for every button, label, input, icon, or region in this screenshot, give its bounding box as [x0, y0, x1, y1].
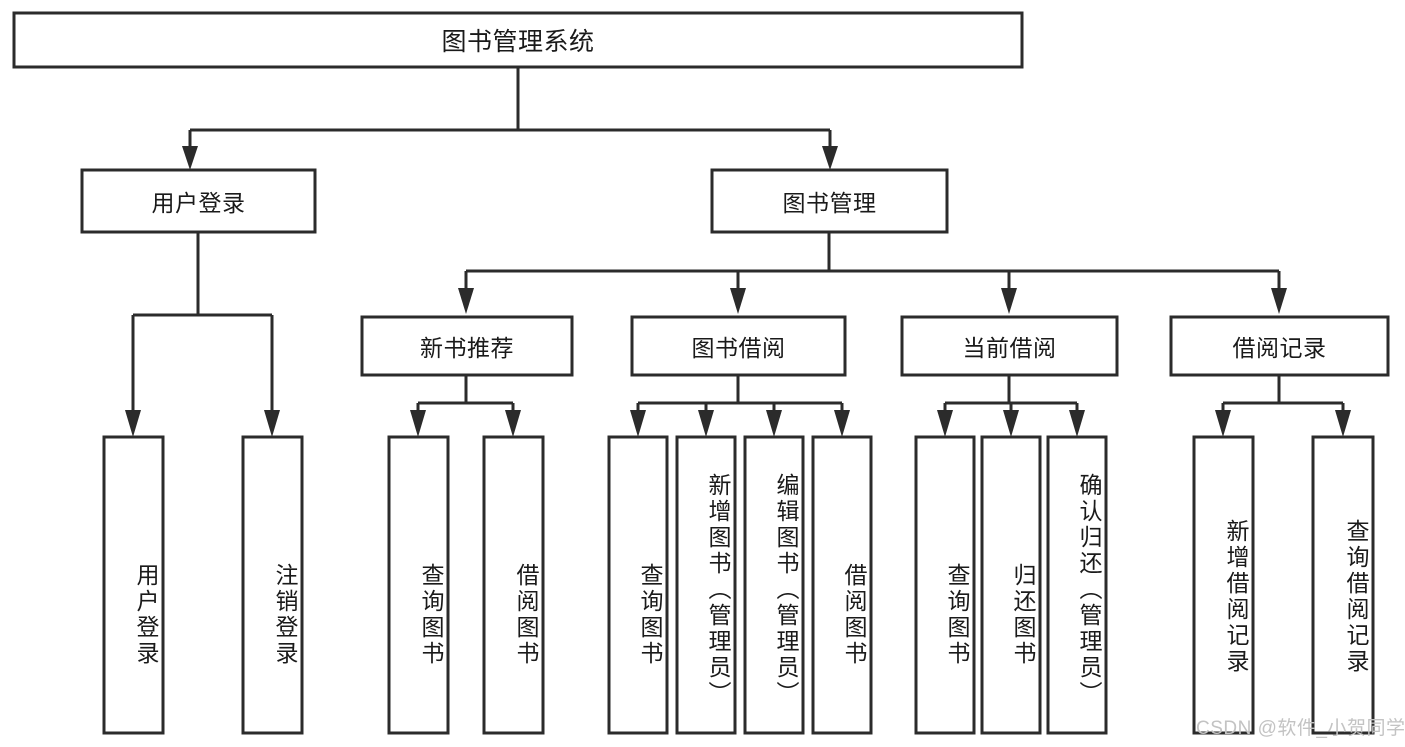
arrow-head-icon: [182, 146, 198, 170]
arrow-head-icon: [1003, 410, 1019, 437]
connector-bookborrow-to-leaves: [630, 375, 850, 437]
arrow-head-icon: [766, 410, 782, 437]
connector-root-to-level1: [182, 67, 838, 170]
node-box-leaf-query-record[interactable]: [1311, 435, 1375, 735]
arrow-head-icon: [505, 410, 521, 437]
node-box-leaf-borrow-book-1[interactable]: [482, 435, 545, 735]
node-box-book-management[interactable]: [710, 168, 949, 234]
arrow-head-icon: [458, 288, 474, 314]
node-box-leaf-add-book[interactable]: [675, 435, 737, 735]
node-box-user-login[interactable]: [80, 168, 317, 234]
arrow-head-icon: [730, 288, 746, 314]
node-box-leaf-edit-book[interactable]: [743, 435, 805, 735]
node-box-borrow-record[interactable]: [1169, 315, 1390, 377]
arrow-head-icon: [1271, 288, 1287, 314]
connector-newbook-to-leaves: [410, 375, 521, 437]
node-box-leaf-query-book-3[interactable]: [914, 435, 976, 735]
node-box-leaf-confirm-return[interactable]: [1046, 435, 1108, 735]
connector-bookmgmt-to-level2: [458, 232, 1287, 314]
arrow-head-icon: [698, 410, 714, 437]
node-box-root[interactable]: [12, 11, 1024, 69]
node-box-leaf-user-login[interactable]: [102, 435, 165, 735]
arrow-head-icon: [1001, 288, 1017, 314]
connector-currentborrow-to-leaves: [937, 375, 1085, 437]
node-box-leaf-borrow-book-2[interactable]: [811, 435, 873, 735]
node-box-leaf-query-book-1[interactable]: [387, 435, 450, 735]
arrow-head-icon: [125, 410, 141, 437]
connector-userlogin-to-leaves: [125, 232, 280, 437]
arrow-head-icon: [822, 146, 838, 170]
arrow-head-icon: [1215, 410, 1231, 437]
arrow-head-icon: [1069, 410, 1085, 437]
arrow-head-icon: [630, 410, 646, 437]
connector-borrowrecord-to-leaves: [1215, 375, 1351, 437]
arrow-head-icon: [1335, 410, 1351, 437]
node-box-leaf-add-record[interactable]: [1192, 435, 1255, 735]
arrow-head-icon: [264, 410, 280, 437]
node-box-book-borrow[interactable]: [630, 315, 847, 377]
node-box-current-borrow[interactable]: [900, 315, 1119, 377]
node-box-new-book-recommend[interactable]: [360, 315, 574, 377]
node-box-leaf-return-book[interactable]: [980, 435, 1042, 735]
arrow-head-icon: [834, 410, 850, 437]
arrow-head-icon: [937, 410, 953, 437]
node-box-leaf-query-book-2[interactable]: [607, 435, 669, 735]
arrow-head-icon: [410, 410, 426, 437]
node-box-leaf-logout-login[interactable]: [241, 435, 304, 735]
